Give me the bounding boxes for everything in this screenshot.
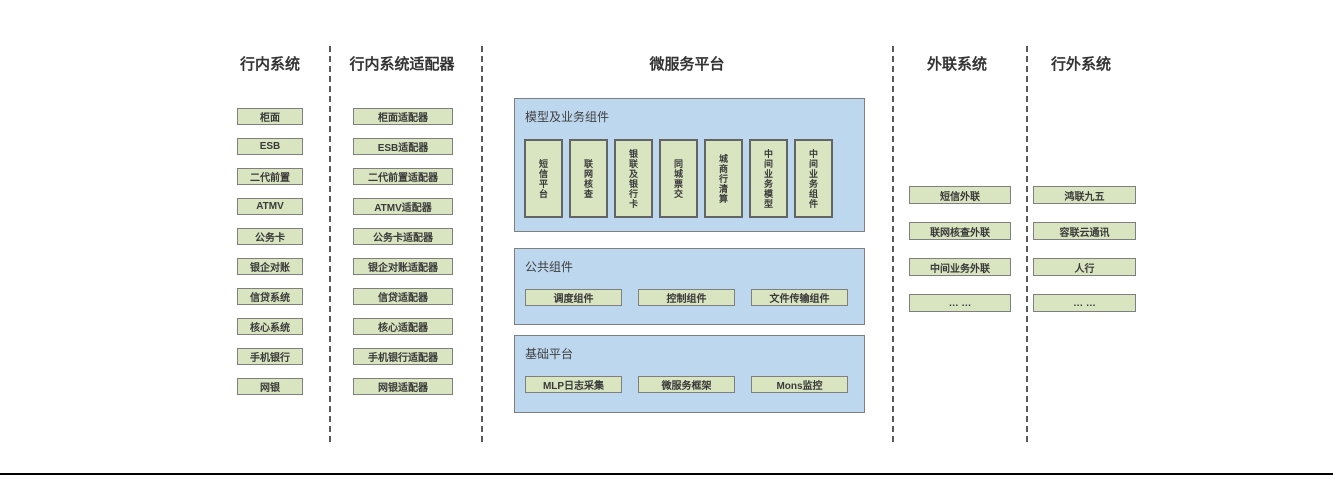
outbound-system-box-more: … … bbox=[909, 294, 1011, 312]
column-divider-3 bbox=[892, 46, 894, 442]
adapter-box: 网银适配器 bbox=[353, 378, 453, 395]
adapter-box: 公务卡适配器 bbox=[353, 228, 453, 245]
outbound-system-box: 短信外联 bbox=[909, 186, 1011, 204]
adapter-box: ESB适配器 bbox=[353, 138, 453, 155]
component-pill: 调度组件 bbox=[525, 289, 622, 306]
adapter-box: 银企对账适配器 bbox=[353, 258, 453, 275]
component-pill: MLP日志采集 bbox=[525, 376, 622, 393]
column-title-external-systems: 行外系统 bbox=[1050, 56, 1111, 73]
column-divider-2 bbox=[481, 46, 483, 442]
adapter-box: 信贷适配器 bbox=[353, 288, 453, 305]
component-pill: Mons监控 bbox=[751, 376, 848, 393]
component-box-vertical: 城商行清算 bbox=[704, 139, 743, 218]
section-label-model-business: 模型及业务组件 bbox=[525, 110, 610, 124]
component-pill: 控制组件 bbox=[638, 289, 735, 306]
adapter-box: ATMV适配器 bbox=[353, 198, 453, 215]
section-label-base: 基础平台 bbox=[525, 347, 574, 361]
internal-system-box: ESB bbox=[237, 138, 303, 155]
internal-system-box: 公务卡 bbox=[237, 228, 303, 245]
component-box-vertical: 短信平台 bbox=[524, 139, 563, 218]
column-divider-1 bbox=[329, 46, 331, 442]
internal-system-box: 柜面 bbox=[237, 108, 303, 125]
internal-system-box: 网银 bbox=[237, 378, 303, 395]
section-label-common: 公共组件 bbox=[525, 260, 574, 274]
base-platform-section: 基础平台 MLP日志采集 微服务框架 Mons监控 bbox=[514, 335, 865, 413]
component-box-vertical: 银联及银行卡 bbox=[614, 139, 653, 218]
component-box-vertical: 联网核查 bbox=[569, 139, 608, 218]
component-pill: 微服务框架 bbox=[638, 376, 735, 393]
component-box-vertical: 中间业务模型 bbox=[749, 139, 788, 218]
external-system-box: 鸿联九五 bbox=[1033, 186, 1136, 204]
column-title-outbound-systems: 外联系统 bbox=[926, 56, 987, 73]
common-components-section: 公共组件 调度组件 控制组件 文件传输组件 bbox=[514, 248, 865, 325]
internal-system-box: 二代前置 bbox=[237, 168, 303, 185]
component-box-vertical: 中间业务组件 bbox=[794, 139, 833, 218]
internal-system-box: 核心系统 bbox=[237, 318, 303, 335]
component-pill: 文件传输组件 bbox=[751, 289, 848, 306]
internal-system-box: 信贷系统 bbox=[237, 288, 303, 305]
adapter-box: 柜面适配器 bbox=[353, 108, 453, 125]
column-title-internal-systems: 行内系统 bbox=[239, 56, 300, 73]
bottom-frame-line bbox=[0, 473, 1333, 475]
column-divider-4 bbox=[1026, 46, 1028, 442]
internal-system-box: 银企对账 bbox=[237, 258, 303, 275]
internal-system-box: ATMV bbox=[237, 198, 303, 215]
model-business-components-section: 模型及业务组件 短信平台 联网核查 银联及银行卡 同城票交 城商行清算 中间业务… bbox=[514, 98, 865, 232]
column-title-internal-adapters: 行内系统适配器 bbox=[349, 56, 455, 73]
internal-system-box: 手机银行 bbox=[237, 348, 303, 365]
adapter-box: 核心适配器 bbox=[353, 318, 453, 335]
component-box-vertical: 同城票交 bbox=[659, 139, 698, 218]
adapter-box: 手机银行适配器 bbox=[353, 348, 453, 365]
outbound-system-box: 联网核查外联 bbox=[909, 222, 1011, 240]
external-system-box: 人行 bbox=[1033, 258, 1136, 276]
external-system-box-more: … … bbox=[1033, 294, 1136, 312]
adapter-box: 二代前置适配器 bbox=[353, 168, 453, 185]
column-title-microservice-platform: 微服务平台 bbox=[649, 56, 725, 73]
external-system-box: 容联云通讯 bbox=[1033, 222, 1136, 240]
outbound-system-box: 中间业务外联 bbox=[909, 258, 1011, 276]
